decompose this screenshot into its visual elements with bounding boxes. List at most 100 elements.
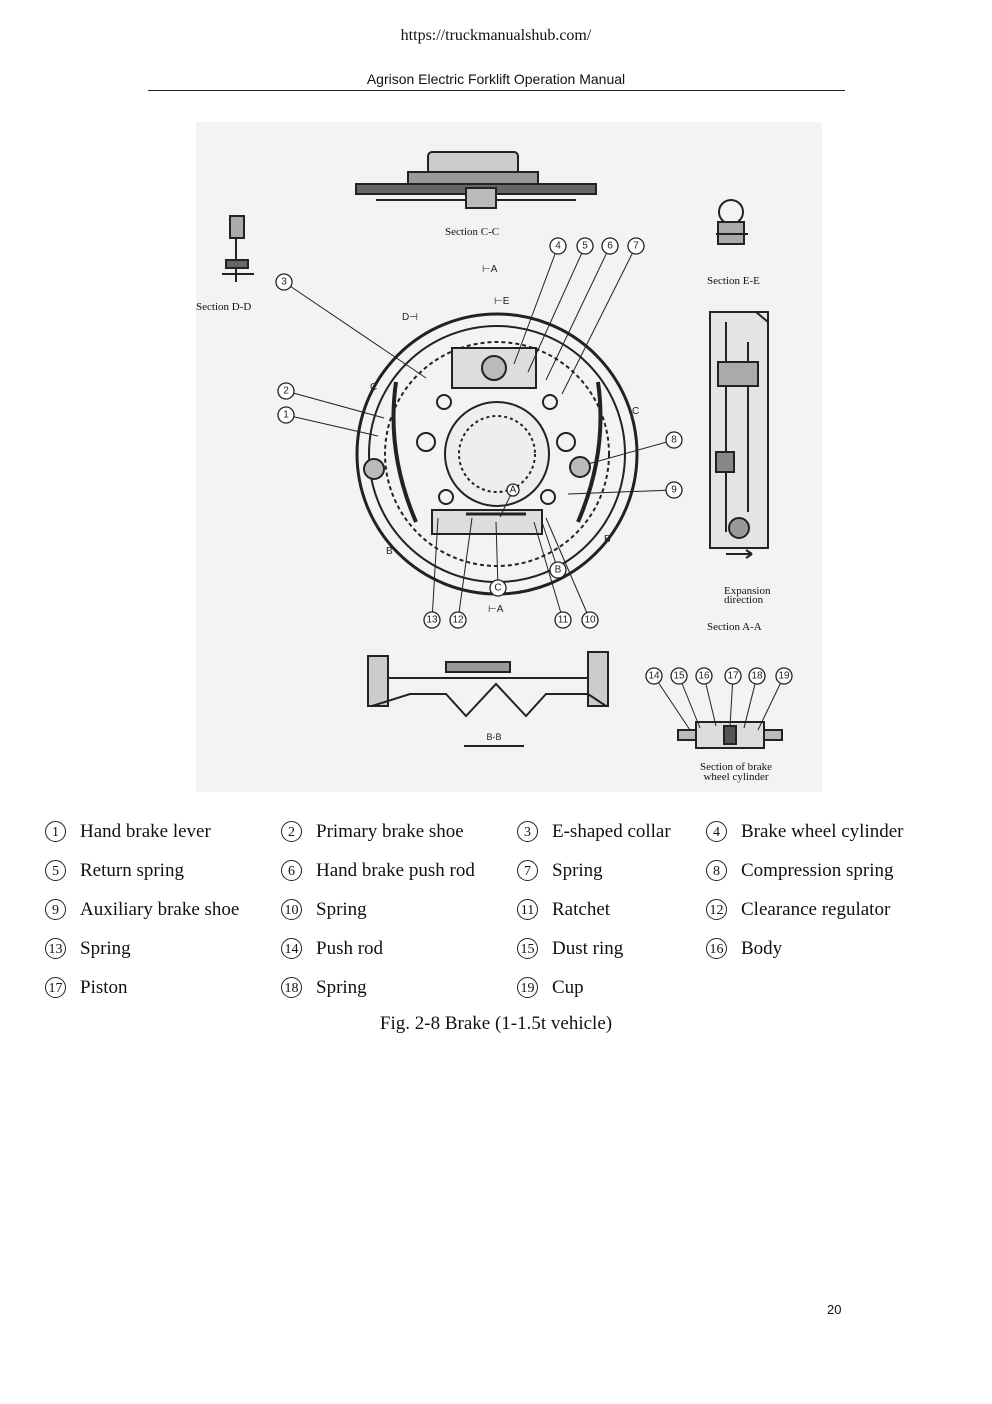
legend-number: 8 — [706, 860, 727, 881]
callout-B: B — [549, 561, 567, 579]
callout-13: 13 — [423, 611, 441, 629]
callout-9: 9 — [665, 481, 683, 499]
callout-10: 10 — [581, 611, 599, 629]
section-ee-drawing — [716, 199, 748, 245]
legend-number: 14 — [281, 938, 302, 959]
legend-label: Ratchet — [552, 898, 611, 920]
legend-item: 17 Piston — [40, 977, 281, 999]
section-cc-drawing — [355, 151, 597, 209]
legend-number: 4 — [706, 821, 727, 842]
legend-number: 9 — [45, 899, 66, 920]
legend-number: 11 — [517, 899, 538, 920]
callout-4: 4 — [549, 237, 567, 255]
legend-item: 1 Hand brake lever — [40, 821, 281, 843]
legend-label: Dust ring — [552, 937, 624, 959]
svg-text:2: 2 — [283, 386, 289, 397]
expansion-label-line1: Expansion — [724, 585, 771, 597]
legend-number: 16 — [706, 938, 727, 959]
legend-label: Hand brake lever — [80, 820, 211, 842]
legend-item: 14 Push rod — [281, 938, 517, 960]
legend-label: Spring — [80, 937, 131, 959]
callout-7: 7 — [627, 237, 645, 255]
svg-text:⊢A: ⊢A — [482, 264, 498, 275]
section-aa-drawing — [709, 311, 769, 559]
legend-label: Cup — [552, 976, 584, 998]
section-bb-drawing — [367, 651, 609, 747]
callout-3: 3 — [275, 273, 293, 291]
callout-5: 5 — [576, 237, 594, 255]
legend-label: Body — [741, 937, 783, 959]
legend-label: Primary brake shoe — [316, 820, 464, 842]
legend-label: Clearance regulator — [741, 898, 891, 920]
callout-6: 6 — [601, 237, 619, 255]
callout-19: 19 — [775, 667, 793, 685]
legend-label: Push rod — [316, 937, 384, 959]
legend-number: 18 — [281, 977, 302, 998]
legend-label: E-shaped collar — [552, 820, 671, 842]
section-ee-label: Section E-E — [707, 275, 760, 287]
svg-text:17: 17 — [727, 671, 739, 682]
svg-text:8: 8 — [671, 435, 677, 446]
legend-label: Spring — [552, 859, 603, 881]
callout-16: 16 — [695, 667, 713, 685]
svg-text:19: 19 — [778, 671, 790, 682]
manual-title: Agrison Electric Forklift Operation Manu… — [366, 71, 626, 87]
svg-text:16: 16 — [698, 671, 710, 682]
svg-text:C: C — [494, 583, 501, 594]
legend-label: Hand brake push rod — [316, 859, 475, 881]
section-markers: ⊢A ⊢E D⊣ C C B B ⊢A — [370, 264, 639, 615]
legend-number: 5 — [45, 860, 66, 881]
svg-text:⊢A: ⊢A — [488, 604, 504, 615]
callout-1: 1 — [277, 406, 295, 424]
wheel-cylinder-drawing — [677, 721, 783, 749]
section-dd-label: Section D-D — [196, 301, 251, 313]
legend-number: 17 — [45, 977, 66, 998]
section-cc-label: Section C-C — [445, 226, 499, 238]
section-dd-drawing — [222, 215, 254, 282]
callout-2: 2 — [277, 382, 295, 400]
svg-text:6: 6 — [607, 241, 613, 252]
legend-label: Piston — [80, 976, 128, 998]
legend-item: 13 Spring — [40, 938, 281, 960]
cylinder-label-line2: wheel cylinder — [703, 771, 768, 783]
brake-diagram-drawing: Section C-C Section D-D Section E-E — [196, 151, 793, 783]
callout-8: 8 — [665, 431, 683, 449]
legend-number: 13 — [45, 938, 66, 959]
legend-number: 19 — [517, 977, 538, 998]
legend-number: 6 — [281, 860, 302, 881]
svg-text:12: 12 — [452, 615, 464, 626]
callout-C: C — [489, 579, 507, 597]
callout-17: 17 — [724, 667, 742, 685]
svg-text:15: 15 — [673, 671, 685, 682]
legend-number: 1 — [45, 821, 66, 842]
legend-item: 16 Body — [706, 938, 956, 960]
svg-text:A: A — [510, 485, 517, 496]
leader-lines — [283, 245, 675, 621]
legend-label: Spring — [316, 898, 367, 920]
expansion-label-line2: direction — [724, 594, 764, 606]
callouts: 3 2 1 4 5 6 7 8 9 A B C 13 12 11 10 — [275, 237, 683, 629]
legend-item: 3 E-shaped collar — [517, 821, 706, 843]
svg-text:⊢E: ⊢E — [494, 296, 510, 307]
legend-item: 11 Ratchet — [517, 899, 706, 921]
svg-text:10: 10 — [584, 615, 596, 626]
page-number: 20 — [827, 1302, 842, 1317]
legend-label: Spring — [316, 976, 367, 998]
legend-number: 3 — [517, 821, 538, 842]
cylinder-callouts: 14 15 16 17 18 19 — [645, 667, 793, 685]
svg-text:B: B — [604, 534, 611, 545]
svg-text:B: B — [555, 565, 562, 576]
svg-text:1: 1 — [283, 410, 289, 421]
svg-text:D⊣: D⊣ — [402, 312, 418, 323]
svg-text:4: 4 — [555, 241, 561, 252]
